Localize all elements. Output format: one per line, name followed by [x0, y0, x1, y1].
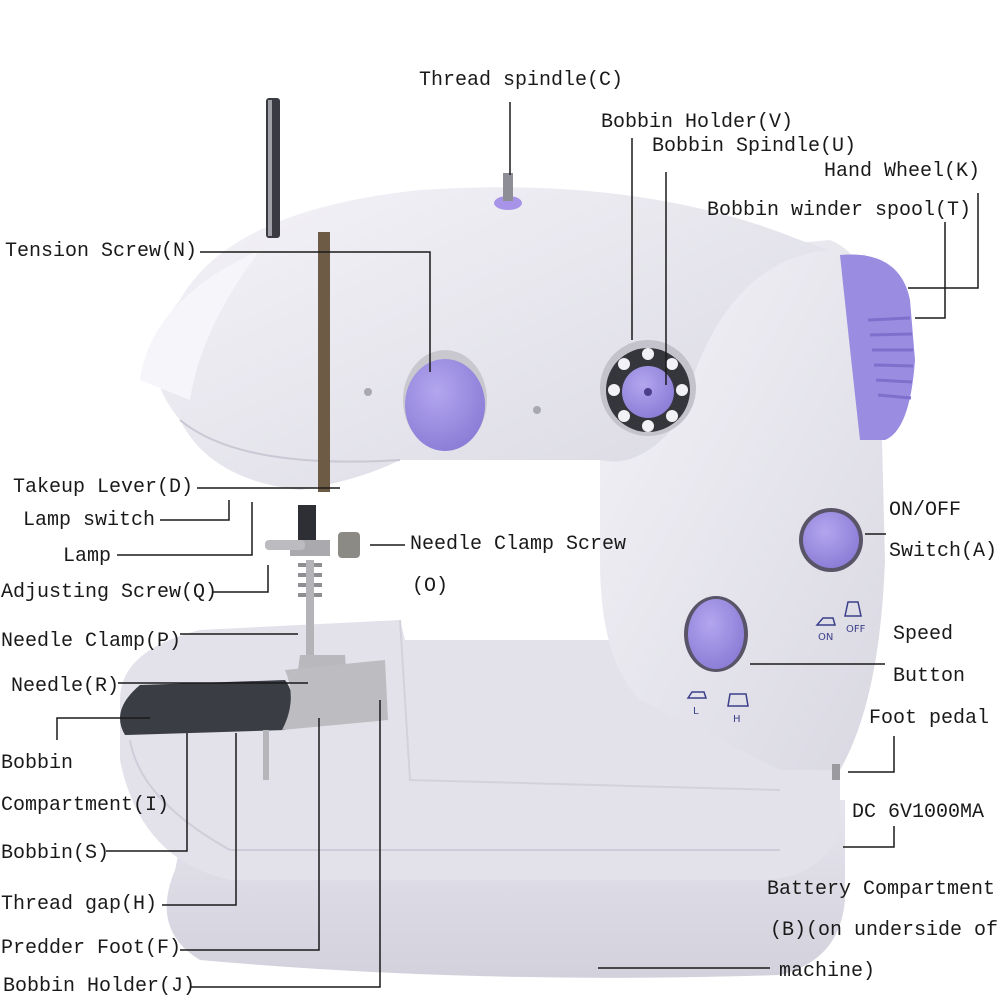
label-tension-screw: Tension Screw(N) — [5, 240, 198, 263]
leader-lines — [56, 102, 979, 988]
tension-knob — [403, 350, 487, 451]
takeup-lever — [318, 232, 330, 492]
label-dc-power: DC 6V1000MA — [852, 801, 985, 824]
label-needle-clamp-screw-code: (O) — [412, 575, 449, 598]
label-battery-compartment-note: machine) — [779, 960, 876, 983]
thread-spindle — [494, 173, 522, 210]
label-takeup-lever: Takeup Lever(D) — [13, 476, 194, 499]
label-hand-wheel: Hand Wheel(K) — [824, 160, 981, 183]
needle-plate — [282, 660, 388, 730]
onoff-switch-button — [799, 508, 863, 572]
label-bobbin-compartment: Bobbin — [1, 752, 74, 775]
label-needle-clamp: Needle Clamp(P) — [1, 630, 182, 653]
label-speed-button: Button — [893, 665, 966, 688]
label-bobbin-spindle: Bobbin Spindle(U) — [652, 135, 857, 158]
off-marking: OFF — [846, 624, 866, 635]
label-presser-foot: Predder Foot(F) — [1, 937, 182, 960]
label-bobbin-holder-v: Bobbin Holder(V) — [601, 111, 794, 134]
label-onoff-switch: Switch(A) — [889, 540, 998, 563]
low-marking: L — [693, 706, 699, 717]
label-bobbin-winder-spool: Bobbin winder spool(T) — [707, 199, 972, 222]
speed-button — [684, 596, 748, 672]
label-adjusting-screw: Adjusting Screw(Q) — [1, 581, 218, 604]
hand-wheel — [840, 254, 915, 440]
label-battery-compartment-code: (B)(on underside of — [770, 919, 999, 942]
label-needle-clamp-screw: Needle Clamp Screw — [410, 533, 627, 556]
label-thread-spindle: Thread spindle(C) — [419, 69, 624, 92]
label-bobbin-s: Bobbin(S) — [1, 842, 110, 865]
label-lamp-switch: Lamp switch — [23, 509, 156, 532]
label-lamp: Lamp — [63, 545, 112, 568]
label-bobbin-holder-j: Bobbin Holder(J) — [3, 975, 196, 998]
label-bobbin-compartment-code: Compartment(I) — [1, 794, 170, 817]
label-needle: Needle(R) — [11, 675, 120, 698]
bobbin-compartment-cover — [120, 680, 293, 735]
label-onoff: ON/OFF — [889, 499, 962, 522]
high-marking: H — [733, 714, 741, 725]
on-marking: ON — [818, 632, 833, 643]
label-foot-pedal: Foot pedal — [869, 707, 990, 730]
label-speed: Speed — [893, 623, 954, 646]
label-battery-compartment: Battery Compartment — [767, 878, 996, 901]
label-thread-gap: Thread gap(H) — [1, 893, 158, 916]
bobbin-holder-wheel — [600, 340, 696, 436]
